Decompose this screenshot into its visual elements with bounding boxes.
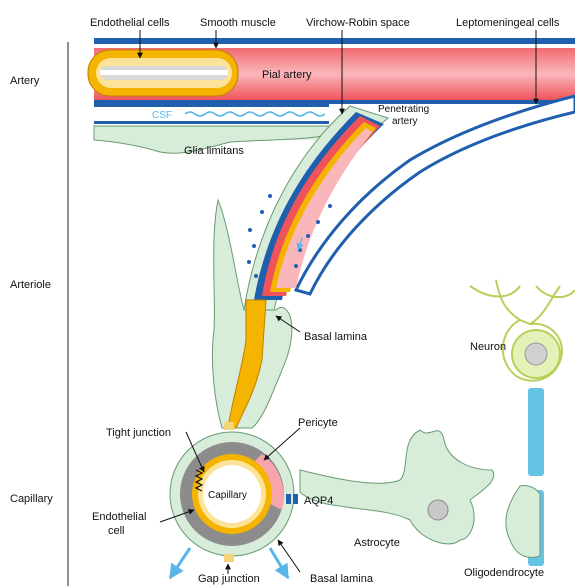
astrocyte-nucleus: [428, 500, 448, 520]
label-glia-limitans: Glia limitans: [184, 145, 244, 157]
gap-junction-marker-bottom: [224, 554, 234, 562]
label-virchow-robin-space: Virchow-Robin space: [306, 17, 410, 29]
label-endothelial-cell-line2: cell: [108, 525, 125, 537]
row-label-capillary: Capillary: [10, 493, 53, 505]
label-penetrating-artery-line2: artery: [392, 116, 418, 127]
label-oligodendrocyte: Oligodendrocyte: [464, 567, 544, 579]
label-basal-lamina-top: Basal lamina: [304, 331, 368, 343]
efflux-arrow-right: [270, 548, 288, 578]
label-tight-junction: Tight junction: [106, 427, 171, 439]
efflux-arrow-left: [170, 548, 190, 578]
label-pericyte: Pericyte: [298, 417, 338, 429]
label-endothelial-cell-line1: Endothelial: [92, 511, 146, 523]
label-pial-artery: Pial artery: [262, 69, 312, 81]
astrocyte-cell: [300, 430, 494, 544]
artery-wall-segment: [88, 50, 238, 96]
label-endothelial-cells: Endothelial cells: [90, 17, 170, 29]
row-label-arteriole: Arteriole: [10, 279, 51, 291]
label-astrocyte: Astrocyte: [354, 537, 400, 549]
label-neuron: Neuron: [470, 341, 506, 353]
csf-channel: [94, 104, 329, 124]
gap-junction-marker-top: [224, 422, 234, 430]
label-gap-junction: Gap junction: [198, 573, 260, 585]
label-leptomeningeal-cells: Leptomeningeal cells: [456, 17, 560, 29]
label-smooth-muscle: Smooth muscle: [200, 17, 276, 29]
label-penetrating-artery-line1: Penetrating: [378, 104, 429, 115]
label-aqp4: AQP4: [304, 495, 333, 507]
label-csf: CSF: [152, 110, 172, 121]
row-label-artery: Artery: [10, 75, 40, 87]
label-basal-lamina-bottom: Basal lamina: [310, 573, 374, 585]
oligodendrocyte-cell: [506, 485, 540, 557]
label-capillary-lumen: Capillary: [208, 490, 247, 501]
